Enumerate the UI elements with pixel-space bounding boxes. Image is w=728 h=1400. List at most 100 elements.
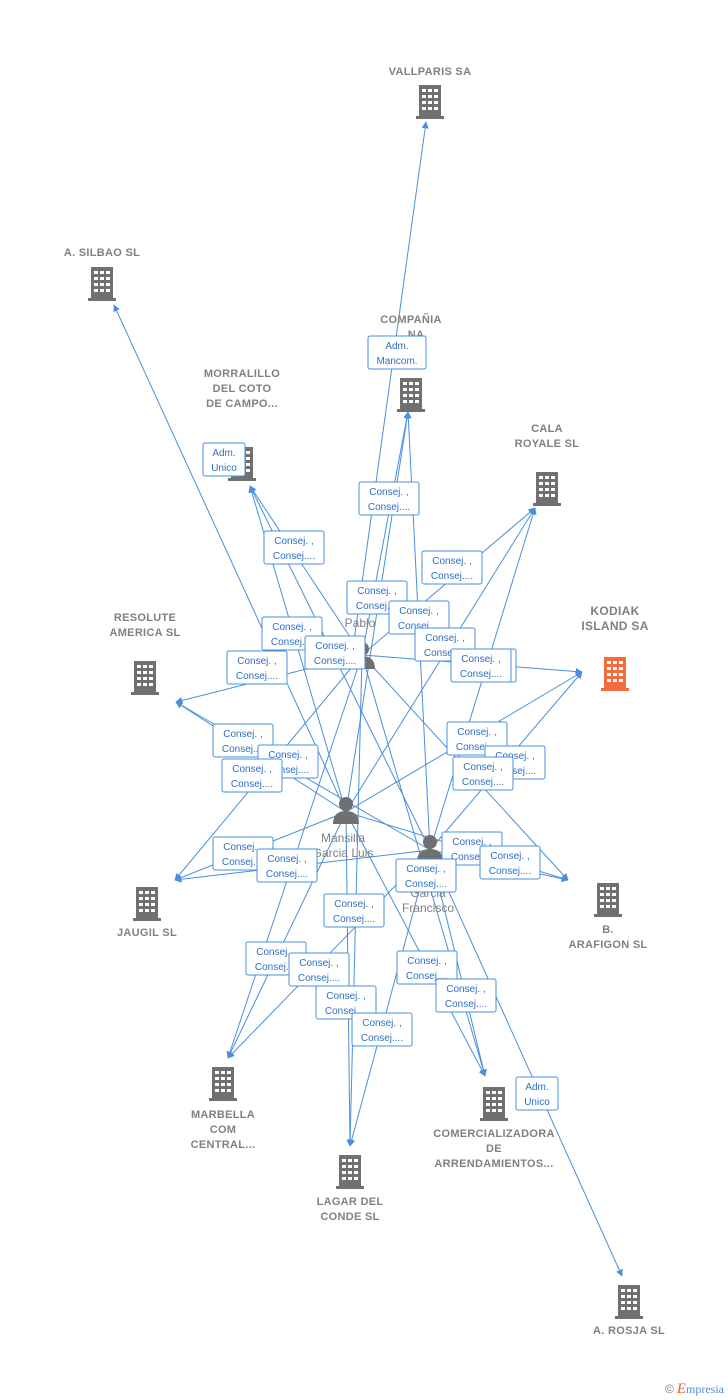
- relation-text: Consej....: [489, 866, 531, 877]
- company-label: CALA: [531, 423, 563, 435]
- relation-text: Consej....: [222, 744, 264, 755]
- relation-text: Consej. ,: [369, 487, 408, 498]
- relation-text: Consej. ,: [452, 837, 491, 848]
- relation-text: Consej....: [368, 502, 410, 513]
- link-francisco-lagar: [348, 849, 431, 1147]
- relation-text: Consej. ,: [406, 864, 445, 875]
- company-node-jaugil[interactable]: JAUGIL SL: [117, 887, 177, 939]
- relation-label-box: [323, 893, 385, 928]
- relation-text: Consej. ,: [256, 947, 295, 958]
- relation-text: Consej. ,: [362, 1018, 401, 1029]
- relation-text: Consej. ,: [232, 764, 271, 775]
- relation-label[interactable]: Consej. ,Consej....: [435, 978, 497, 1013]
- company-node-silbao[interactable]: A. SILBAO SL: [64, 247, 140, 301]
- building-icon: [133, 887, 161, 921]
- relation-text: Consej. ,: [461, 654, 500, 665]
- company-label: KODIAK: [590, 604, 639, 618]
- company-node-rosja[interactable]: A. ROSJA SL: [593, 1285, 665, 1337]
- relation-text: Unico: [524, 1097, 550, 1108]
- relation-text: Consej....: [494, 766, 536, 777]
- relation-label[interactable]: Consej. ,Consej....: [421, 550, 483, 585]
- relation-text: Adm.: [385, 341, 408, 352]
- relation-text: Consej. ,: [237, 656, 276, 667]
- relation-label[interactable]: Consej. ,Consej....: [452, 756, 514, 791]
- relation-label[interactable]: Consej. ,Consej....: [479, 845, 541, 880]
- company-label: A. ROSJA SL: [593, 1325, 665, 1337]
- company-label: AMERICA SL: [109, 627, 180, 639]
- relation-label-box: [435, 978, 497, 1013]
- brand-initial: E: [676, 1381, 686, 1397]
- relation-label-box: [226, 650, 288, 685]
- relation-label[interactable]: Consej. , Consej....: [226, 650, 288, 685]
- relation-text: Consej. ,: [399, 606, 438, 617]
- relation-label[interactable]: Consej. ,Consej....: [351, 1012, 413, 1047]
- relation-label[interactable]: Consej. , Consej....: [358, 481, 420, 516]
- relation-text: Consej....: [333, 914, 375, 925]
- relation-text: Consej....: [356, 601, 398, 612]
- relation-text: Consej. ,: [334, 899, 373, 910]
- relation-text: Consej....: [236, 671, 278, 682]
- relation-text: Consej....: [424, 648, 466, 659]
- person-label: Francisco: [402, 901, 454, 915]
- relation-label[interactable]: Adm.Mancom.: [367, 335, 427, 370]
- company-label: DE: [486, 1143, 502, 1155]
- relation-text: Consej. ,: [326, 991, 365, 1002]
- relation-text: Consej....: [456, 742, 498, 753]
- relation-text: Adm.: [212, 448, 235, 459]
- relation-text: Consej. ,: [272, 622, 311, 633]
- relation-label[interactable]: Adm.Unico: [515, 1076, 559, 1111]
- building-icon: [88, 267, 116, 301]
- relation-label-box: [421, 550, 483, 585]
- relation-label-box: [351, 1012, 413, 1047]
- footer-brand[interactable]: © Empresia: [665, 1381, 724, 1398]
- relation-text: Consej....: [222, 857, 264, 868]
- company-label: VALLPARIS SA: [389, 66, 472, 78]
- relation-text: Consej. ,: [425, 633, 464, 644]
- relation-text: Consej. ,: [223, 842, 262, 853]
- relation-label-box: [396, 950, 458, 985]
- company-label: ISLAND SA: [581, 619, 648, 633]
- relation-text: Consej. ,: [463, 762, 502, 773]
- company-label: CENTRAL...: [191, 1139, 256, 1151]
- relation-label-box: [452, 756, 514, 791]
- relation-label[interactable]: Consej. ,Consej....: [396, 950, 458, 985]
- relation-text: Consej....: [460, 669, 502, 680]
- relation-label[interactable]: Consej. ,Consej....: [395, 858, 457, 893]
- relation-label[interactable]: Consej. ,Consej....: [263, 530, 325, 565]
- relation-text: Unico: [211, 463, 237, 474]
- brand-name: mpresia: [686, 1382, 724, 1396]
- link-mansilla-comercializadora: [345, 811, 486, 1077]
- relation-text: Consej....: [267, 765, 309, 776]
- relation-label[interactable]: Consej. ,Consej....: [315, 985, 377, 1020]
- company-label: ARAFIGON SL: [568, 939, 647, 951]
- company-node-marbella[interactable]: MARBELLACOMCENTRAL...: [191, 1067, 256, 1151]
- relation-label-box: [479, 845, 541, 880]
- company-node-comercializadora[interactable]: COMERCIALIZADORADEARRENDAMIENTOS...: [433, 1087, 555, 1170]
- relation-label[interactable]: Consej. ,Consej....: [221, 758, 283, 793]
- relation-label[interactable]: Consej. ,Consej....: [304, 635, 366, 670]
- relation-label[interactable]: Consej. ,Consej....: [288, 952, 350, 987]
- relation-label[interactable]: Consej. , Consej....: [323, 893, 385, 928]
- relation-label-box: [304, 635, 366, 670]
- person-label: Mansilla: [321, 831, 365, 845]
- relation-label-box: [315, 985, 377, 1020]
- relation-text: Consej. ,: [357, 586, 396, 597]
- building-icon: [533, 472, 561, 506]
- relation-label[interactable]: Adm. Unico: [202, 442, 246, 477]
- company-node-vallparis[interactable]: VALLPARIS SA: [389, 66, 472, 119]
- relation-label[interactable]: Consej. ,Consej....: [256, 848, 318, 883]
- relation-text: Consej....: [273, 551, 315, 562]
- building-icon: [615, 1285, 643, 1319]
- relation-text: Consej....: [406, 971, 448, 982]
- company-node-arafigon[interactable]: B.ARAFIGON SL: [568, 883, 647, 951]
- relation-label[interactable]: Consej. , Consej....: [450, 648, 512, 683]
- relation-label-box: [263, 530, 325, 565]
